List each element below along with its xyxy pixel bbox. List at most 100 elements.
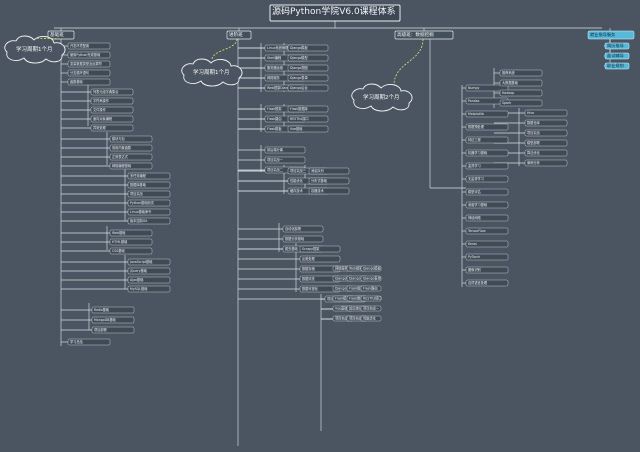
branch-2-extra-node-6-label: Django表单 bbox=[363, 276, 381, 281]
branch-3-node-17-box bbox=[499, 69, 543, 77]
branch-2-node-27-box bbox=[282, 235, 324, 243]
branch-2-extra-node-6-box bbox=[360, 275, 382, 282]
branch-2-extra-node-13-label: Vue基础 bbox=[335, 306, 347, 311]
branch-2-node-12-label: Flask路由 bbox=[267, 116, 282, 121]
branch-1-node-26-box bbox=[127, 276, 171, 284]
branch-1-node-13: 正则表达式 bbox=[109, 153, 153, 161]
branch-3-node-4-label: 数据预处理 bbox=[468, 124, 485, 129]
branch-3-node-10-box bbox=[465, 201, 509, 209]
branch-2-extra-node-15-box bbox=[360, 305, 382, 312]
branch-2-node-9-label: Django表单 bbox=[290, 75, 308, 80]
branch-1-node-31-box bbox=[67, 338, 111, 346]
branch-1-node-21-label: Web基础 bbox=[112, 230, 125, 235]
branch-2-node-21-label: 性能优化 bbox=[290, 178, 304, 183]
branch-3-node-11-box bbox=[465, 214, 509, 222]
branch-2-node-24-box bbox=[308, 177, 350, 185]
branch-3-node-19-label: Hadoop bbox=[502, 91, 514, 95]
extra-item-2-box bbox=[604, 52, 630, 60]
branch-3-node-11: 神经网络 bbox=[465, 214, 509, 222]
branch-3-node-6-label: 机器学习基础 bbox=[468, 150, 487, 155]
branch-2-node-30-box bbox=[299, 255, 341, 263]
branch-b3-label: 高级班：数据挖掘 bbox=[397, 31, 434, 38]
branch-2-extra-node-15-label: 项目实战一 bbox=[363, 306, 380, 311]
branch-1-node-4-box bbox=[67, 69, 111, 77]
branch-3-node-18: 大数据基础 bbox=[499, 79, 543, 87]
branch-1-node-29: MongoDB基础 bbox=[91, 316, 135, 324]
branch-2-extra-node-14-label: 前后端分离 bbox=[349, 306, 365, 311]
branch-1-node-27-box bbox=[127, 285, 171, 293]
cloud-3-arrow bbox=[393, 38, 424, 86]
branch-3-node-8: 无监督学习 bbox=[465, 175, 509, 183]
branch-3-node-20-label: Spark bbox=[502, 101, 511, 105]
branch-1-node-9-label: 面向对象编程 bbox=[93, 116, 113, 121]
branch-1-node-31: 学习总结 bbox=[67, 338, 111, 346]
branch-3-node-1: Numpy bbox=[465, 84, 509, 92]
branch-2-node-29: Scrapy框架 bbox=[299, 245, 341, 253]
branch-2-node-26: 自动化部署 bbox=[282, 225, 324, 233]
branch-1-node-23-box bbox=[109, 247, 153, 255]
branch-1-node-21: Web基础 bbox=[109, 229, 153, 237]
branch-2-extra-node-12-box bbox=[360, 295, 382, 302]
branch-1-node-30-label: 项目部署 bbox=[94, 327, 108, 332]
branch-2-node-29-box bbox=[299, 245, 341, 253]
cloud-3: 学习周期2个月 bbox=[351, 83, 413, 112]
branch-3-node-13-box bbox=[465, 240, 509, 248]
branch-1-node-11-label: 模块与包 bbox=[112, 136, 126, 141]
branch-2-node-24-label: 分布式基础 bbox=[311, 178, 327, 183]
branch-3-node-5-label: 特征工程 bbox=[468, 137, 482, 142]
branch-3-node-9-box bbox=[465, 188, 509, 196]
branch-2-extra-node-18-box bbox=[360, 315, 382, 322]
cloud-2-shape bbox=[181, 58, 243, 87]
branch-2-extra-node-12: RESTful接口 bbox=[360, 295, 382, 302]
branch-3-node-3: Matplotlib bbox=[465, 110, 509, 118]
branch-1-node-11-box bbox=[109, 135, 153, 143]
branch-3-node-5: 特征工程 bbox=[465, 136, 509, 144]
branch-1-node-16-box bbox=[127, 181, 171, 189]
branch-1-node-5-label: 函数基础 bbox=[70, 79, 83, 84]
branch-1-node-22-label: HTML基础 bbox=[112, 239, 127, 244]
branch-3-node-6-box bbox=[465, 149, 509, 157]
branch-3-node-26-label: 案例分析 bbox=[527, 160, 541, 165]
branch-1-node-12-label: 常用内置函数 bbox=[112, 145, 132, 150]
branch-3-node-23-box bbox=[524, 129, 568, 137]
branch-1-node-8: 文件操作 bbox=[90, 106, 134, 114]
branch-1-node-17-box bbox=[127, 190, 171, 198]
cloud-2-label: 学习周期1个月 bbox=[193, 68, 230, 76]
branch-1-node-12: 常用内置函数 bbox=[109, 144, 153, 152]
branch-1-node-28-label: Redis基础 bbox=[94, 307, 109, 312]
branch-3-node-9: 模型评估 bbox=[465, 188, 509, 196]
branch-1-node-27: MySQL基础 bbox=[127, 285, 171, 293]
branch-3-node-15-box bbox=[465, 266, 509, 274]
branch-1-node-22-box bbox=[109, 238, 153, 246]
branch-2-node-6: Django模板 bbox=[287, 44, 329, 52]
branch-3-node-3-label: Matplotlib bbox=[468, 112, 484, 116]
branch-2-node-18-box bbox=[264, 156, 306, 164]
branch-1-node-1-box bbox=[67, 42, 111, 50]
branch-3-node-14-box bbox=[465, 253, 509, 261]
branch-1-node-16: 数据库基础 bbox=[127, 181, 171, 189]
branch-2-extra-node-3-box bbox=[360, 265, 382, 272]
branch-1-node-25: jQuery基础 bbox=[127, 267, 171, 275]
branch-1-node-6-box bbox=[90, 88, 134, 96]
branch-2-node-15: RESTful接口 bbox=[287, 115, 329, 123]
branch-2-node-25: 容器技术 bbox=[308, 187, 350, 195]
branch-b3-box bbox=[394, 30, 454, 40]
branch-1-node-10-box bbox=[90, 124, 134, 132]
branch-2-extra-node-18-label: 性能优化 bbox=[363, 316, 377, 321]
branch-3-node-20: Spark bbox=[499, 99, 543, 107]
extra-item-2: 面试辅导 bbox=[604, 52, 630, 60]
branch-2-node-11-label: Flask框架 bbox=[267, 106, 282, 111]
branch-2-node-2-label: Shell编程 bbox=[267, 55, 282, 60]
branch-2-node-5-label: Web框架Django bbox=[267, 85, 292, 90]
branch-1-node-30: 项目部署 bbox=[91, 326, 135, 334]
branch-b1-box bbox=[47, 30, 75, 40]
extra-item-1-box bbox=[604, 42, 630, 50]
branch-3-node-15-label: 图像识别 bbox=[468, 267, 481, 272]
cloud-3-shape bbox=[351, 83, 413, 112]
branch-2-node-3-label: 服务器运维 bbox=[267, 65, 284, 70]
branch-3-node-11-label: 神经网络 bbox=[468, 215, 482, 220]
extra-item-1-label: 简历指导 bbox=[607, 42, 624, 49]
branch-3-node-18-box bbox=[499, 79, 543, 87]
branch-3-node-23-label: 项目实战 bbox=[527, 130, 541, 135]
